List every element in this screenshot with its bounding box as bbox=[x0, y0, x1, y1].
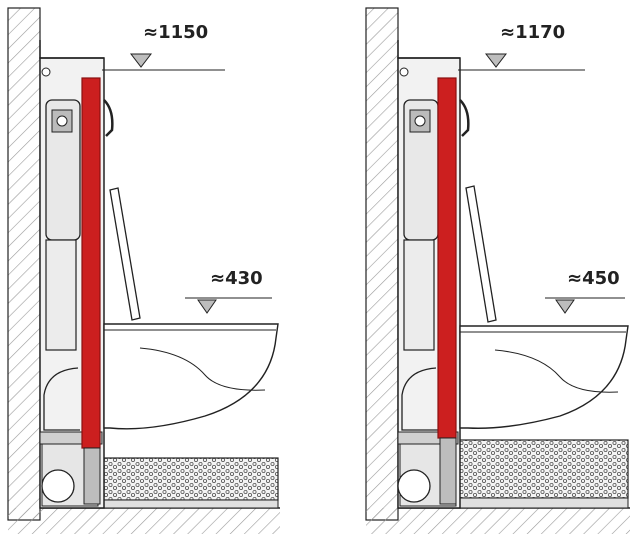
panel-right: ≈1170 ≈450 bbox=[365, 7, 630, 534]
drain-pipe bbox=[401, 367, 438, 431]
level-marker-triangle bbox=[197, 299, 217, 314]
level-marker-triangle bbox=[129, 53, 153, 68]
seat-height-label: ≈450 bbox=[567, 268, 620, 289]
floor-hatch bbox=[8, 508, 280, 534]
top-height-label: ≈1150 bbox=[143, 22, 208, 43]
toilet-seat-lid bbox=[465, 185, 497, 323]
level-marker-triangle bbox=[555, 299, 575, 314]
panel-left: ≈1150 ≈430 bbox=[7, 7, 280, 534]
red-frame-rail bbox=[81, 77, 101, 449]
drain-pipe bbox=[43, 367, 80, 431]
toilet-seat-lid bbox=[109, 187, 141, 321]
toilet-bowl bbox=[103, 323, 279, 430]
floor-hatch bbox=[366, 508, 630, 534]
floor-screed bbox=[101, 457, 279, 501]
toilet-bowl bbox=[459, 325, 629, 429]
level-marker-triangle bbox=[484, 53, 508, 68]
wall-hatch bbox=[7, 7, 41, 521]
red-frame-rail bbox=[437, 77, 457, 439]
seat-height-label: ≈430 bbox=[210, 268, 263, 289]
wall-hatch bbox=[365, 7, 399, 521]
floor-screed bbox=[457, 439, 629, 499]
top-height-label: ≈1170 bbox=[500, 22, 565, 43]
